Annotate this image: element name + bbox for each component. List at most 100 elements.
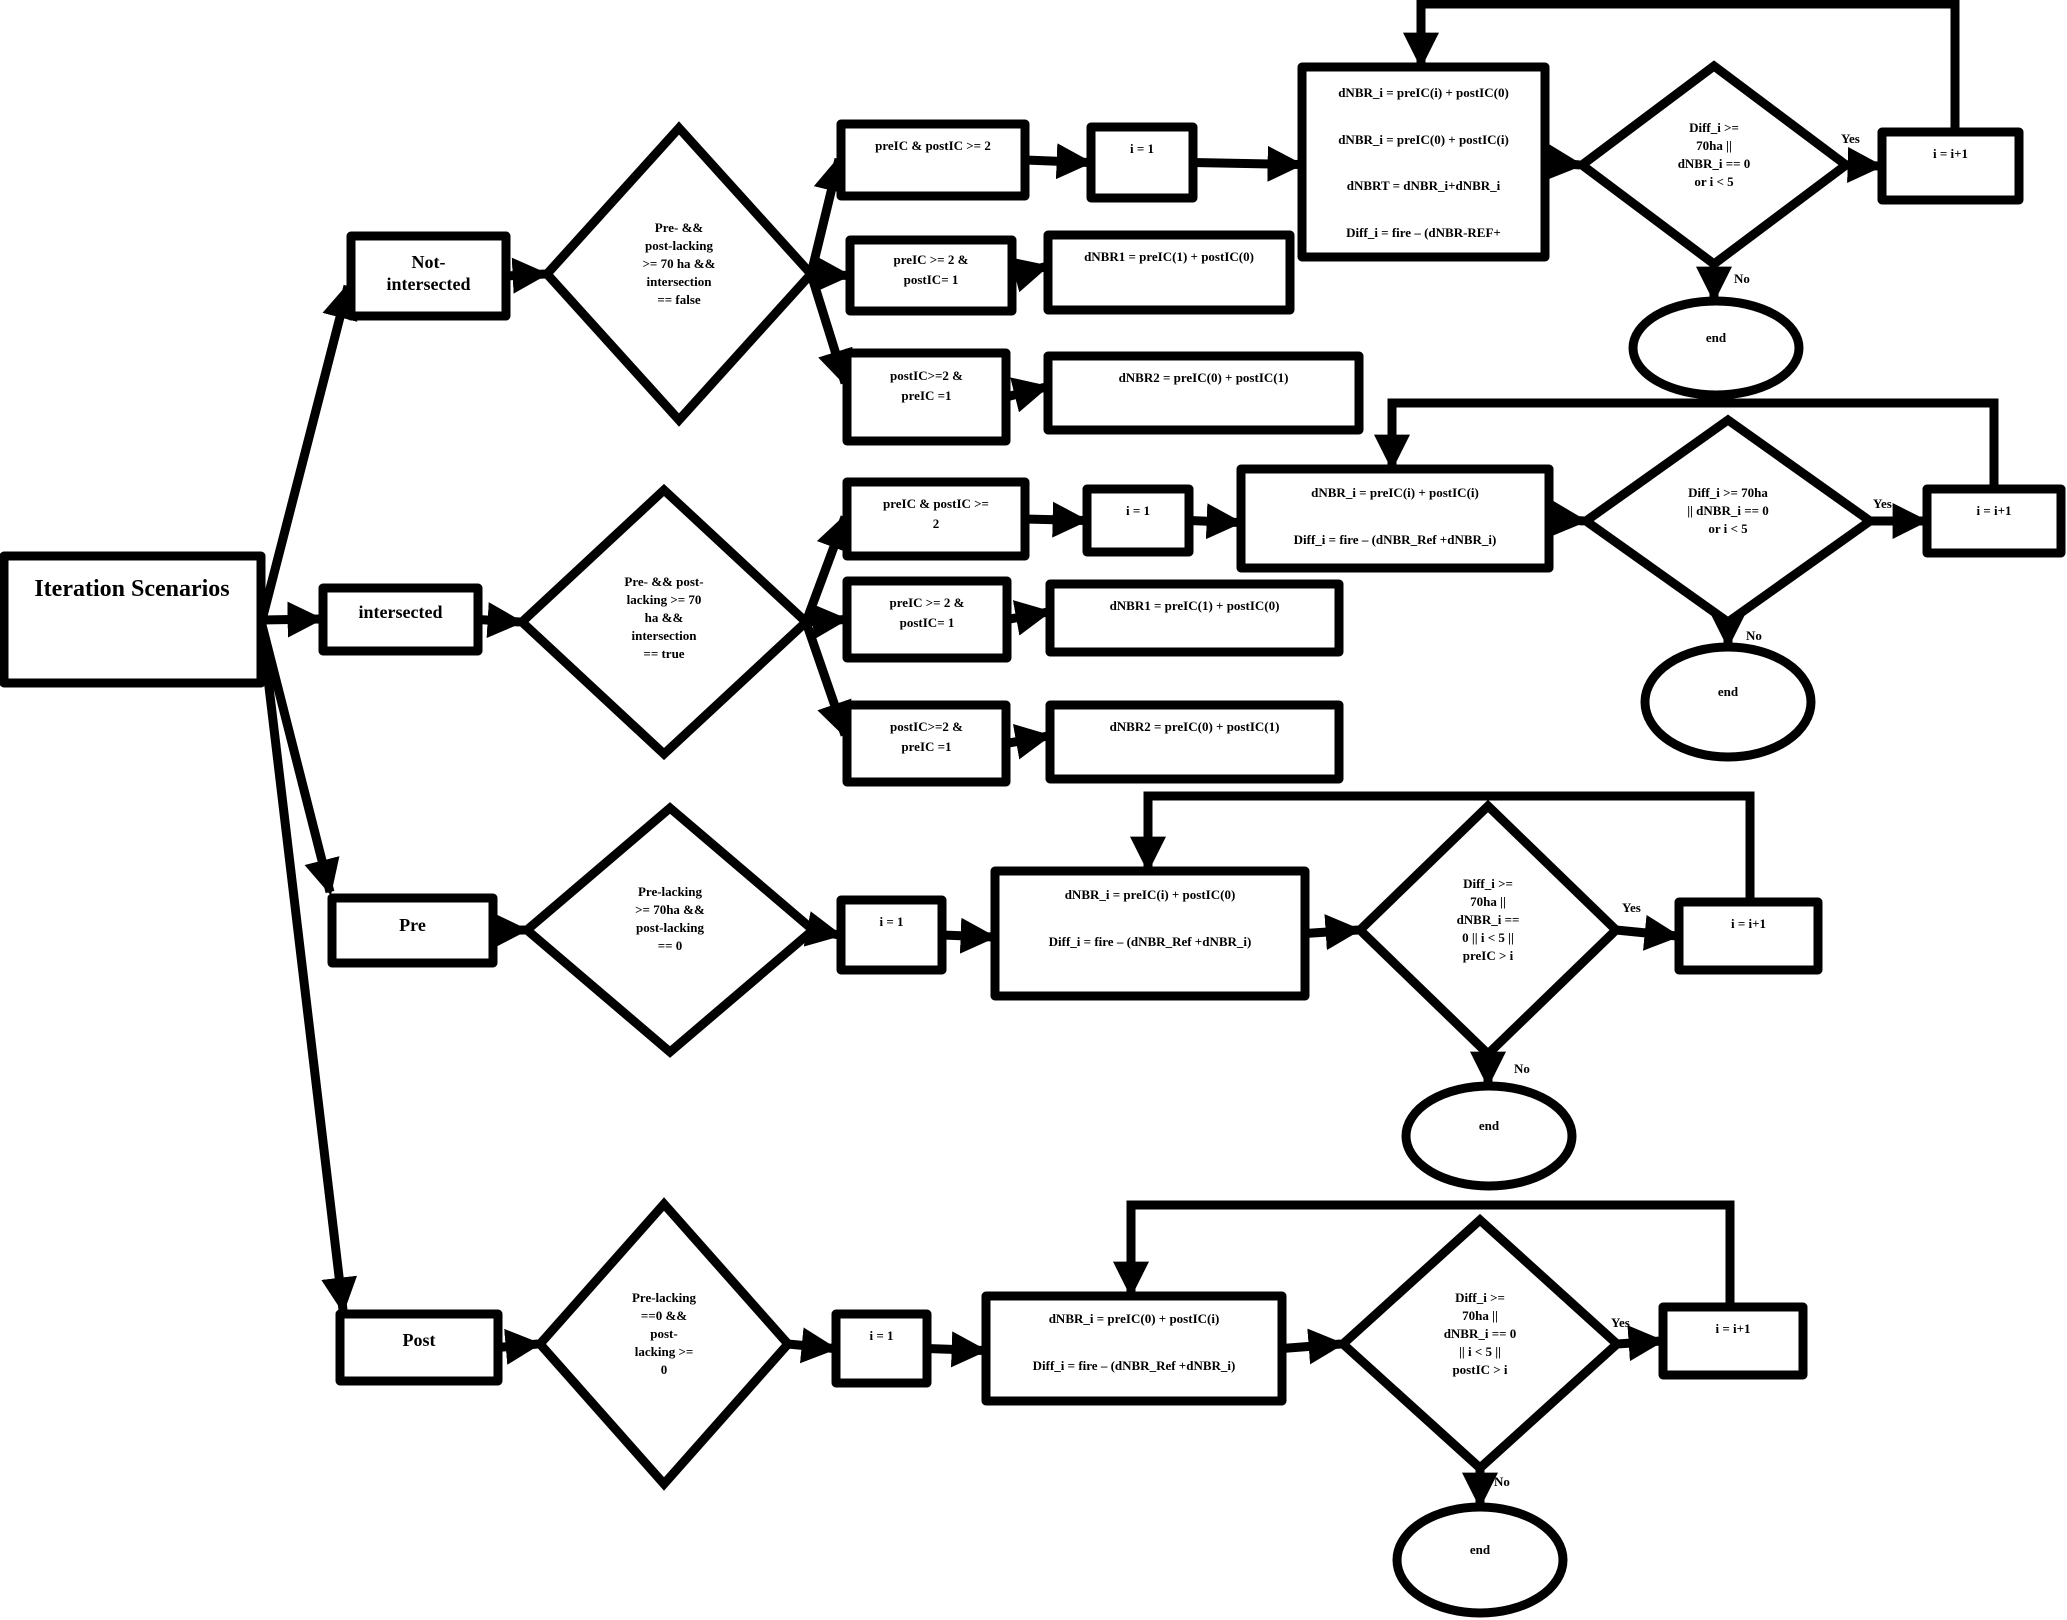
scenario-name-line: intersected bbox=[359, 602, 443, 622]
root-title: Iteration Scenarios bbox=[34, 576, 229, 602]
scenario-node bbox=[318, 583, 483, 656]
condition-diamond bbox=[540, 121, 818, 427]
process-text: dNBR_i = preIC(0) + postIC(i)Diff_i = fi… bbox=[1033, 1311, 1236, 1373]
condition-diamond bbox=[533, 1197, 795, 1491]
init-to-process-arrow bbox=[941, 917, 997, 954]
condition-to-branch-arrow bbox=[810, 256, 852, 293]
condition-text: Pre- &&post-lacking>= 70 ha &&intersecti… bbox=[643, 220, 716, 307]
end-text: end bbox=[1470, 1542, 1491, 1557]
condition-text-line: == 0 bbox=[658, 938, 683, 953]
decision-text: Diff_i >= 70ha|| dNBR_i == 0or i < 5 bbox=[1687, 485, 1769, 536]
decision-text-line: || i < 5 || bbox=[1459, 1344, 1501, 1359]
branch-result-text: dNBR2 = preIC(0) + postIC(1) bbox=[1110, 719, 1280, 734]
decision-text-line: or i < 5 bbox=[1694, 174, 1734, 189]
scenario-name: Pre bbox=[399, 915, 426, 935]
process-to-decision-arrow bbox=[1304, 914, 1362, 951]
branch-condition-text: preIC >= 2 &postIC= 1 bbox=[894, 252, 969, 287]
process-to-decision-arrow bbox=[1281, 1328, 1345, 1365]
increment-text: i = i+1 bbox=[1933, 146, 1968, 161]
scenario-to-condition-arrow bbox=[505, 257, 549, 294]
branch-result-node bbox=[1045, 700, 1344, 784]
decision-text: Diff_i >=70ha ||dNBR_i == 0or i < 5 bbox=[1678, 120, 1751, 189]
init-text: i = 1 bbox=[1130, 141, 1154, 156]
init-to-process-arrow bbox=[1192, 145, 1304, 182]
scenario-name: Post bbox=[403, 1330, 436, 1350]
branch-condition-text-line: 2 bbox=[933, 516, 940, 531]
branch-to-result-arrow bbox=[1006, 600, 1052, 636]
end-text: end bbox=[1718, 684, 1739, 699]
condition-text-line: == true bbox=[643, 646, 684, 661]
init-text: i = 1 bbox=[869, 1328, 893, 1343]
condition-text-line: ==0 && bbox=[641, 1308, 687, 1323]
condition-text-line: Pre-lacking bbox=[638, 884, 703, 899]
branch-condition-text-line: postIC= 1 bbox=[900, 615, 955, 630]
process-line: dNBR_i = preIC(0) + postIC(i) bbox=[1338, 132, 1509, 147]
decision-text-line: dNBR_i == 0 bbox=[1678, 156, 1751, 171]
condition-to-branch-arrow bbox=[801, 620, 852, 739]
process-line: Diff_i = fire – (dNBR_Ref +dNBR_i) bbox=[1033, 1358, 1236, 1373]
branch-to-result-arrow bbox=[1004, 377, 1050, 413]
root-to-scenario-arrow bbox=[261, 601, 324, 638]
branch-condition-node bbox=[842, 348, 1011, 446]
init-text: i = 1 bbox=[1126, 503, 1150, 518]
decision-text: Diff_i >=70ha ||dNBR_i == 0|| i < 5 ||po… bbox=[1444, 1290, 1517, 1377]
decision-diamond bbox=[1353, 799, 1623, 1061]
branch-condition-node bbox=[845, 235, 1017, 316]
root-to-scenario-arrow bbox=[257, 623, 340, 896]
branch-result-node bbox=[1043, 351, 1364, 435]
branch-condition-text: preIC >= 2 &postIC= 1 bbox=[890, 595, 965, 630]
process-text: dNBR_i = preIC(i) + postIC(0)dNBR_i = pr… bbox=[1338, 85, 1509, 240]
yes-arrow bbox=[1616, 1325, 1665, 1362]
connectors bbox=[257, 0, 1999, 1509]
condition-text-line: intersection bbox=[647, 274, 713, 289]
init-node bbox=[1086, 122, 1198, 203]
decision-text-line: || dNBR_i == 0 bbox=[1687, 503, 1769, 518]
process-text: dNBR_i = preIC(i) + postIC(i)Diff_i = fi… bbox=[1294, 485, 1497, 547]
increment-node bbox=[1922, 484, 2066, 558]
branch-condition-node bbox=[836, 119, 1030, 201]
root-to-scenario-arrow bbox=[257, 627, 358, 1314]
branch-to-init-arrow bbox=[1024, 143, 1093, 180]
decision-diamond bbox=[1336, 1213, 1624, 1475]
increment-text: i = i+1 bbox=[1976, 503, 2011, 518]
condition-text: Pre-lacking==0 &&post-lacking >=0 bbox=[632, 1290, 697, 1377]
decision-text-line: 0 || i < 5 || bbox=[1462, 930, 1514, 945]
process-node bbox=[1297, 62, 1550, 262]
init-node bbox=[831, 1309, 932, 1388]
branch-to-init-arrow bbox=[1024, 501, 1089, 538]
scenario-node bbox=[346, 231, 511, 321]
decision-text-line: 70ha || bbox=[1462, 1308, 1498, 1323]
decision-text-line: Diff_i >= bbox=[1463, 876, 1513, 891]
branch-condition-node bbox=[842, 576, 1012, 663]
root-node bbox=[0, 551, 266, 688]
scenario-name-line: Not- bbox=[412, 252, 446, 272]
end-text: end bbox=[1479, 1118, 1500, 1133]
end-node bbox=[1628, 296, 1804, 400]
branch-result-text: dNBR2 = preIC(0) + postIC(1) bbox=[1119, 370, 1289, 385]
condition-text-line: lacking >= bbox=[635, 1344, 694, 1359]
branch-to-result-arrow bbox=[1005, 723, 1052, 760]
scenario-name: intersected bbox=[359, 602, 443, 622]
condition-to-branch-arrow bbox=[806, 155, 849, 276]
process-text: dNBR_i = preIC(i) + postIC(0)Diff_i = fi… bbox=[1049, 887, 1252, 949]
scenario-to-condition-arrow bbox=[477, 602, 524, 639]
no-label: No bbox=[1494, 1474, 1510, 1489]
process-line: Diff_i = fire – (dNBR-REF+ bbox=[1346, 225, 1501, 240]
scenario-node bbox=[327, 893, 498, 968]
process-to-decision-arrow bbox=[1544, 144, 1584, 181]
init-node bbox=[1082, 484, 1194, 557]
increment-text: i = i+1 bbox=[1731, 916, 1766, 931]
branch-condition-text-line: postIC>=2 & bbox=[890, 368, 963, 383]
branch-condition-node bbox=[842, 700, 1011, 787]
scenario-to-condition-arrow bbox=[497, 1328, 542, 1365]
process-node bbox=[990, 866, 1310, 1001]
branch-condition-node bbox=[842, 477, 1030, 561]
condition-text-line: >= 70ha && bbox=[635, 902, 705, 917]
condition-text-line: >= 70 ha && bbox=[643, 256, 716, 271]
branch-condition-text-line: postIC>=2 & bbox=[890, 719, 963, 734]
scenario-node bbox=[335, 1309, 503, 1386]
condition-to-init-arrow bbox=[787, 1327, 838, 1364]
yes-label: Yes bbox=[1622, 900, 1641, 915]
increment-node bbox=[1674, 897, 1823, 975]
